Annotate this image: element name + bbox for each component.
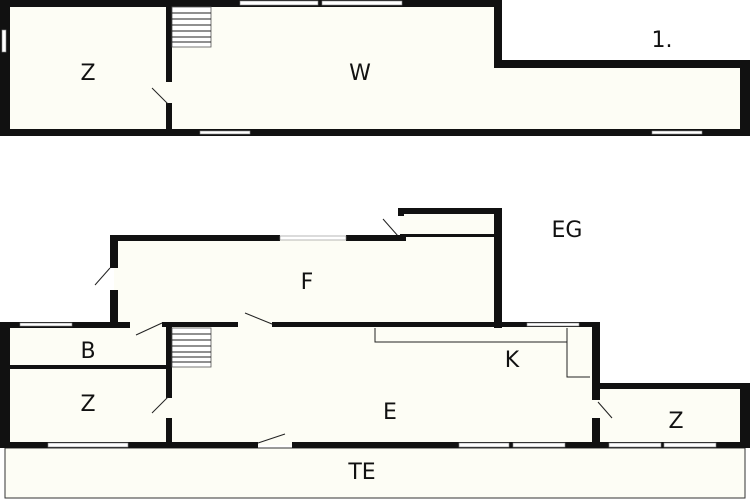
- room-label-k: K: [505, 348, 520, 373]
- level-label-upper: 1.: [652, 28, 673, 53]
- window: [608, 442, 662, 448]
- window: [663, 442, 717, 448]
- level-label-ground: EG: [552, 218, 583, 243]
- room-label-z-left: Z: [80, 392, 95, 417]
- room-label-z: Z: [80, 61, 95, 86]
- window: [47, 442, 129, 448]
- window: [512, 442, 566, 448]
- room-label-z-right: Z: [668, 409, 683, 434]
- window: [279, 235, 347, 241]
- window: [239, 0, 319, 6]
- window: [321, 0, 403, 6]
- window: [1, 29, 7, 53]
- room-label-f: F: [301, 270, 314, 295]
- window: [526, 322, 580, 327]
- room-label-e: E: [383, 400, 397, 425]
- room-label-te: TE: [347, 460, 375, 485]
- room-label-w: W: [349, 61, 371, 86]
- window: [458, 442, 510, 448]
- room-label-b: B: [80, 339, 95, 364]
- window: [19, 322, 73, 327]
- terrace: [4, 447, 746, 499]
- staircase-upper: [171, 6, 212, 48]
- window: [199, 130, 251, 135]
- ground-floor-plan: EG F B K Z E Z TE: [0, 208, 750, 499]
- upper-floor-plan: Z W 1.: [0, 0, 750, 136]
- window: [651, 130, 703, 135]
- staircase-ground: [171, 327, 212, 368]
